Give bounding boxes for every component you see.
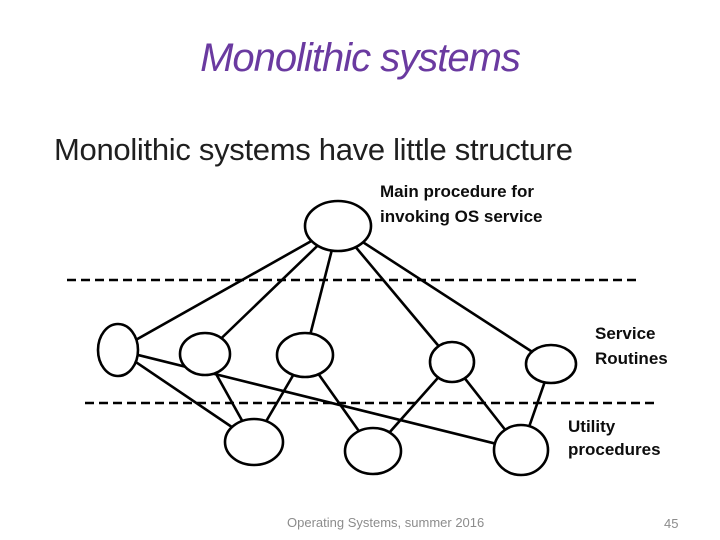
footer-text: Operating Systems, summer 2016: [287, 515, 485, 530]
page-number: 45: [664, 516, 679, 531]
utility-procedure-node-u1: [223, 417, 285, 467]
service-routine-node-s5: [524, 343, 578, 385]
connector-line-main-s2: [204, 225, 339, 355]
service-routine-node-s2: [178, 331, 232, 377]
label-main-procedure: Main procedure for invoking OS service: [380, 182, 543, 226]
main-procedure-node-main: [303, 199, 373, 253]
service-routine-node-s1: [96, 322, 140, 378]
connector-line-main-s4: [337, 225, 453, 363]
utility-procedure-node-u3: [492, 423, 550, 477]
service-routine-node-s3: [275, 331, 335, 379]
body-text: Monolithic systems have little structure: [54, 132, 573, 167]
slide-title: Monolithic systems: [200, 36, 521, 80]
connector-line-main-s1: [117, 224, 339, 352]
utility-procedure-node-u2: [343, 426, 403, 476]
service-routine-node-s4: [428, 340, 476, 384]
label-service-routines: Service Routines: [595, 324, 668, 368]
label-utility-procedures: Utility procedures: [568, 417, 661, 459]
connector-line-main-s5: [337, 224, 552, 366]
